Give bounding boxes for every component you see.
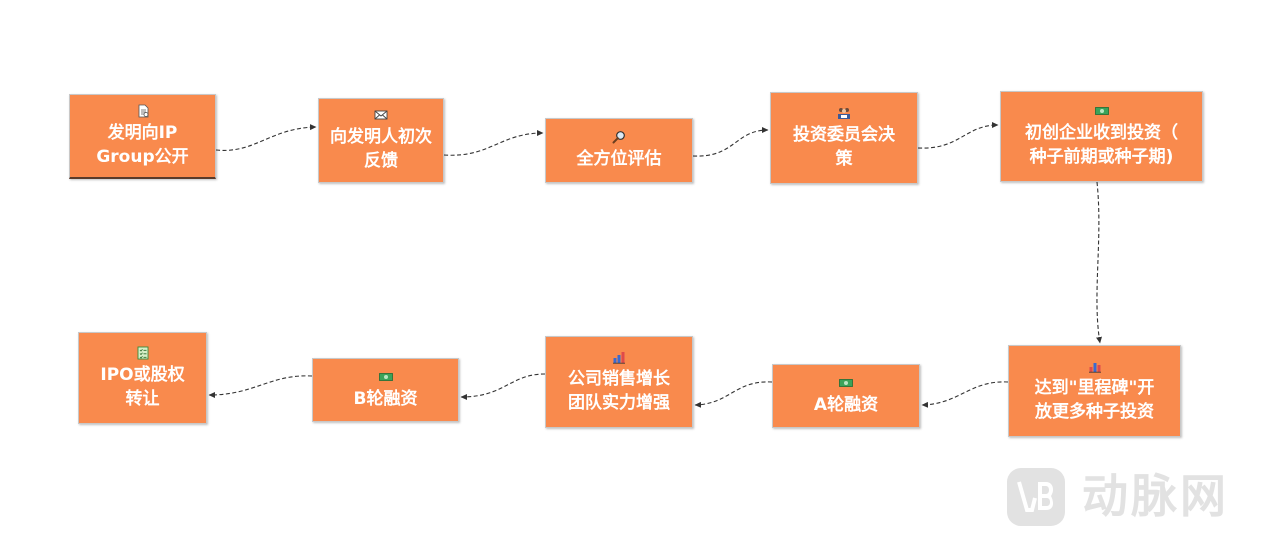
- edge-n7-n8: [694, 381, 773, 408]
- document-icon: [138, 104, 148, 117]
- node-label: 投资委员会决 策: [793, 124, 895, 169]
- flow-node-series-a[interactable]: A轮融资: [772, 364, 920, 428]
- flow-node-invention-disclosure[interactable]: 发明向IP Group公开: [69, 94, 216, 179]
- magnifier-icon: [612, 131, 625, 144]
- edge-n2-n3: [443, 130, 544, 156]
- edge-n6-n7: [921, 381, 1009, 408]
- vb-logo-icon: [1007, 468, 1065, 526]
- node-label: 达到"里程碑"开 放更多种子投资: [1034, 377, 1155, 422]
- edge-n8-n9: [460, 373, 546, 400]
- node-label: 公司销售增长 团队实力增强: [568, 368, 670, 413]
- edge-n9-n10: [208, 375, 313, 398]
- edge-n3-n4: [692, 127, 769, 157]
- flow-node-initial-feedback[interactable]: 向发明人初次 反馈: [318, 98, 444, 183]
- bar-chart-icon: [1088, 362, 1101, 373]
- node-label: A轮融资: [813, 394, 879, 415]
- money-icon: [839, 378, 853, 387]
- node-label: 向发明人初次 反馈: [330, 127, 432, 171]
- flow-node-sales-growth[interactable]: 公司销售增长 团队实力增强: [545, 336, 693, 428]
- committee-icon: [838, 107, 850, 119]
- envelope-icon: [374, 110, 388, 120]
- checklist-icon: [137, 346, 148, 359]
- bar-chart-icon: [613, 351, 625, 364]
- watermark-text: 动脉网: [1082, 469, 1229, 523]
- flow-node-evaluation[interactable]: 全方位评估: [545, 118, 693, 183]
- node-label: 发明向IP Group公开: [96, 122, 189, 167]
- flow-node-investment-committee[interactable]: 投资委员会决 策: [770, 92, 918, 184]
- money-icon: [1094, 107, 1109, 115]
- edge-n5-n6: [1096, 181, 1102, 344]
- node-label: 全方位评估: [576, 149, 662, 169]
- flow-node-ipo-or-transfer[interactable]: IPO或股权 转让: [78, 332, 207, 424]
- node-label: 初创企业收到投资（ 种子前期或种子期): [1025, 123, 1178, 167]
- node-label: IPO或股权 转让: [100, 364, 185, 409]
- edge-n1-n2: [215, 124, 317, 151]
- edge-n4-n5: [917, 122, 999, 149]
- money-icon: [378, 372, 393, 381]
- node-label: B轮融资: [353, 388, 418, 409]
- flow-node-series-b[interactable]: B轮融资: [312, 358, 459, 422]
- flow-node-milestone[interactable]: 达到"里程碑"开 放更多种子投资: [1008, 345, 1181, 437]
- flow-node-seed-investment[interactable]: 初创企业收到投资（ 种子前期或种子期): [1000, 91, 1203, 182]
